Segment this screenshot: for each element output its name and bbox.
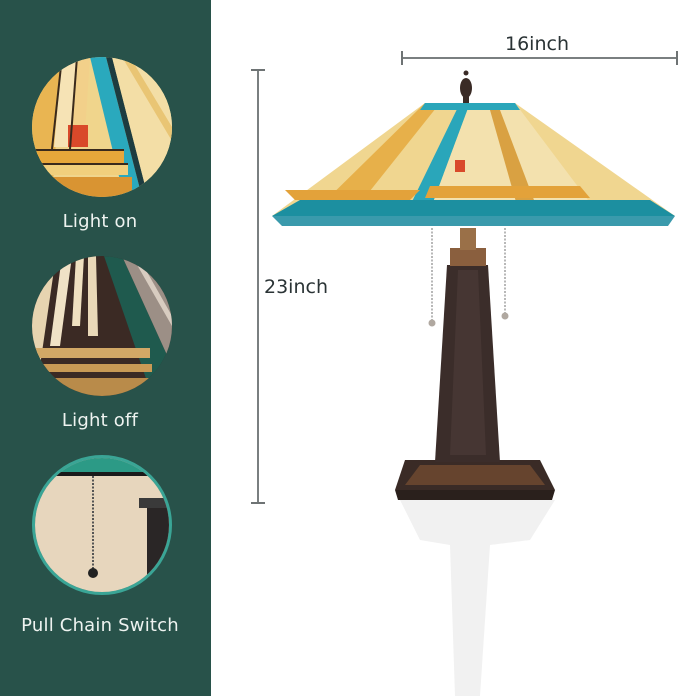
pull-chain-thumbnail (32, 455, 172, 595)
height-dimension-label: 23inch (264, 276, 328, 298)
light-on-label: Light on (62, 211, 138, 232)
stained-glass-unlit-image (32, 256, 172, 396)
light-off-thumbnail (32, 256, 172, 396)
light-off-label: Light off (61, 410, 139, 431)
width-dimension-label: 16inch (505, 33, 569, 55)
width-dimension-line (402, 57, 677, 59)
feature-light-off: Light off (0, 240, 211, 450)
feature-light-on: Light on (0, 0, 211, 240)
light-on-thumbnail (32, 57, 172, 197)
height-dimension-line (257, 70, 259, 503)
pull-chain-label: Pull Chain Switch (21, 615, 179, 636)
feature-pull-chain: Pull Chain Switch (0, 450, 211, 696)
product-view (211, 0, 679, 696)
width-dimension-cap-right (676, 51, 678, 65)
pull-chain-image (35, 458, 169, 592)
width-dimension-cap-left (401, 51, 403, 65)
height-dimension-cap-bottom (251, 502, 265, 504)
stained-glass-lit-image (32, 57, 172, 197)
height-dimension-cap-top (251, 69, 265, 71)
